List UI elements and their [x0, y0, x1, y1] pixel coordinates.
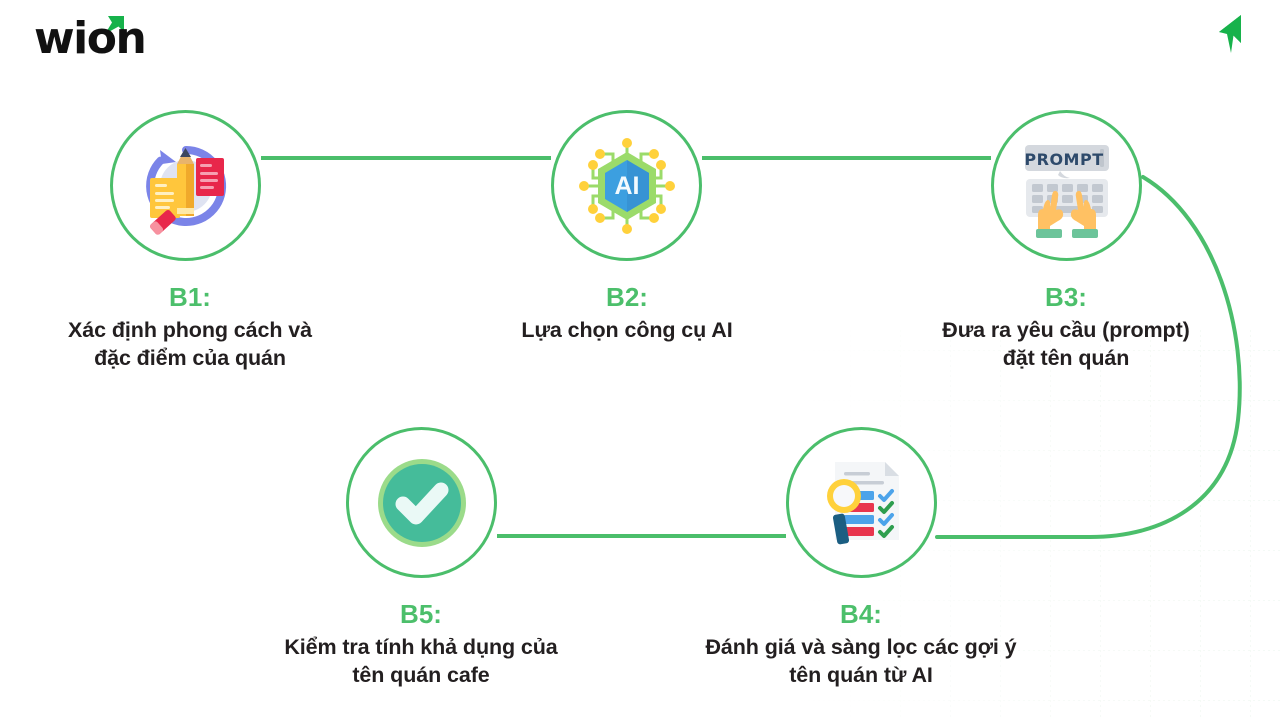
step-b3-number: B3:	[1045, 282, 1087, 312]
step-b2-caption: B2: Lựa chọn công cụ AI	[447, 281, 807, 345]
step-b5-text: Kiểm tra tính khả dụng của tên quán cafe	[284, 635, 558, 687]
green-arrow-mark-icon	[1219, 15, 1241, 53]
step-b4-circle[interactable]	[786, 427, 937, 578]
step-b2-text: Lựa chọn công cụ AI	[521, 318, 733, 343]
brand-logo: wion	[34, 13, 204, 65]
step-b2-circle[interactable]: AI	[551, 110, 702, 261]
ai-chip-label: AI	[614, 172, 639, 200]
step-b3-caption: B3: Đưa ra yêu cầu (prompt) đặt tên quán	[886, 281, 1246, 372]
prompt-label: PROMPT	[1024, 150, 1103, 169]
check-circle-icon	[377, 458, 466, 547]
step-b3-text: Đưa ra yêu cầu (prompt) đặt tên quán	[942, 318, 1190, 370]
step-b5-caption: B5: Kiểm tra tính khả dụng của tên quán …	[241, 598, 601, 689]
step-b4-caption: B4: Đánh giá và sàng lọc các gợi ý tên q…	[681, 598, 1041, 689]
step-b4-text: Đánh giá và sàng lọc các gợi ý tên quán …	[705, 635, 1017, 687]
step-b5-number: B5:	[400, 599, 442, 629]
step-b1-caption: B1: Xác định phong cách và đặc điểm của …	[10, 281, 370, 372]
step-b2-number: B2:	[606, 282, 648, 312]
ai-chip-hexagon-icon: AI	[578, 137, 675, 234]
step-b3-circle[interactable]: PROMPT	[991, 110, 1142, 261]
step-b1-circle[interactable]	[110, 110, 261, 261]
step-b5-circle[interactable]	[346, 427, 497, 578]
checklist-magnifier-icon	[826, 461, 899, 544]
brand-wordmark: wion	[34, 13, 147, 64]
step-b1-text: Xác định phong cách và đặc điểm của quán	[68, 318, 312, 370]
keyboard-typing-prompt-icon: PROMPT	[1024, 144, 1109, 238]
step-b4-number: B4:	[840, 599, 882, 629]
step-b1-number: B1:	[169, 282, 211, 312]
pencil-notes-research-icon	[145, 145, 226, 235]
